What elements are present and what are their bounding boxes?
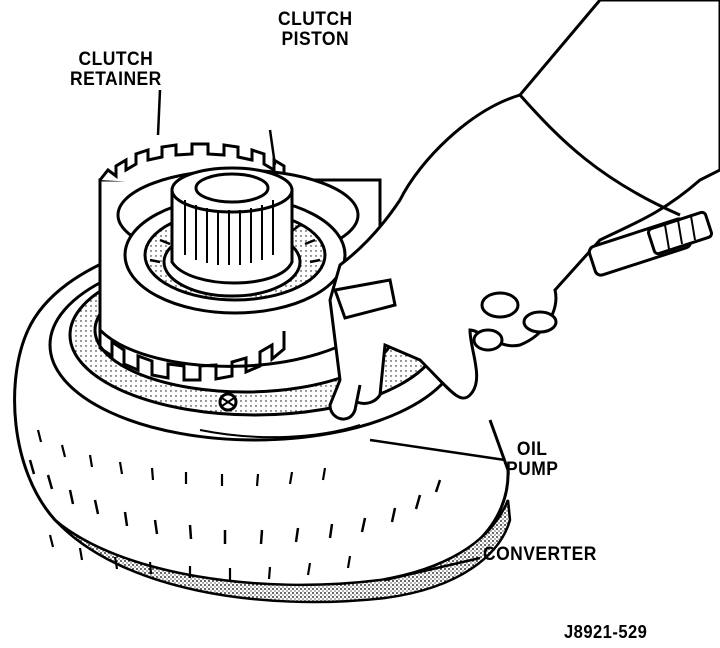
converter-label: CONVERTER	[483, 544, 597, 565]
oil-pump-label-line2: PUMP	[506, 459, 559, 480]
oil-pump-label: OIL PUMP	[506, 440, 558, 480]
clutch-piston-label: CLUTCH PISTON	[278, 10, 353, 50]
clutch-piston	[123, 166, 347, 315]
figure-id: J8921-529	[564, 622, 648, 642]
clutch-retainer-label: CLUTCH RETAINER	[70, 50, 162, 90]
clutch-retainer-label-line2: RETAINER	[70, 69, 162, 90]
hand-with-tool	[328, 0, 720, 421]
clutch-piston-label-line1: CLUTCH	[278, 9, 353, 30]
clutch-retainer-label-line1: CLUTCH	[78, 49, 154, 70]
oil-pump-label-line1: OIL	[516, 439, 548, 460]
clutch-piston-label-line2: PISTON	[281, 29, 350, 50]
leader-lines	[156, 89, 506, 582]
